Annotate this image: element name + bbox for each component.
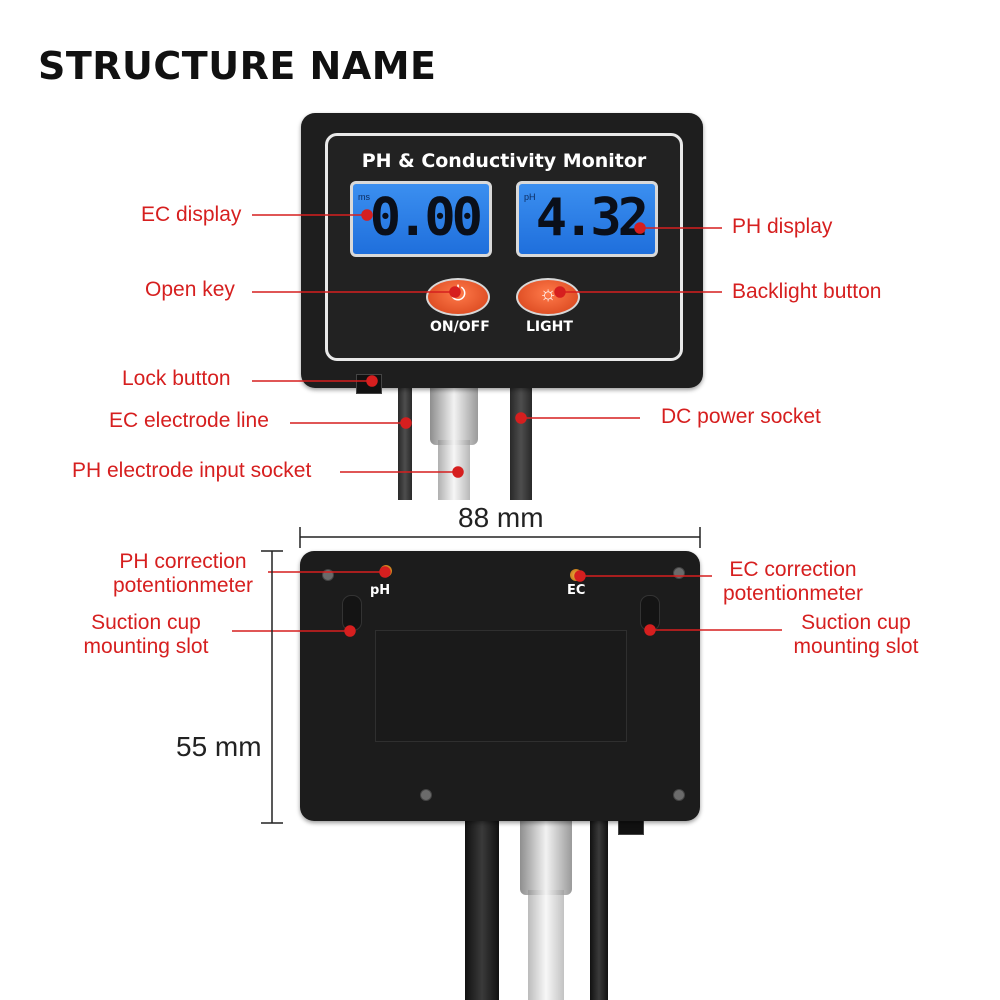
- page-title: STRUCTURE NAME: [38, 44, 437, 88]
- light-button[interactable]: ☼: [516, 278, 580, 316]
- ec-pot-label: EC: [567, 583, 586, 598]
- leader-dot: [449, 286, 461, 298]
- callout-ec-display: EC display: [141, 203, 242, 226]
- callout-dc-power-socket: DC power socket: [661, 405, 821, 428]
- callout-ec-correction-line1: EC correction: [729, 558, 857, 581]
- callout-ec-electrode-line: EC electrode line: [109, 409, 269, 432]
- callout-lock-button: Lock button: [122, 367, 231, 390]
- ec-lcd: ms 0.00: [350, 181, 492, 257]
- ph-unit: pH: [524, 192, 536, 202]
- callout-ec-correction: EC correction potentionmeter: [708, 558, 878, 606]
- callout-backlight-button: Backlight button: [732, 280, 882, 303]
- front-device: PH & Conductivity Monitor ms 0.00 pH 4.3…: [301, 113, 703, 388]
- back-electrode-tube: [528, 890, 564, 1000]
- leader-dot: [452, 466, 464, 478]
- back-recess: [375, 630, 627, 742]
- ph-lcd: pH 4.32: [516, 181, 658, 257]
- leader-dot: [344, 625, 356, 637]
- callout-ph-correction-line2: potentionmeter: [112, 574, 254, 597]
- leader-dot: [574, 570, 586, 582]
- light-label: LIGHT: [526, 319, 573, 335]
- ph-pot-label: pH: [370, 583, 391, 598]
- onoff-label: ON/OFF: [430, 319, 490, 335]
- back-cable-right: [590, 815, 608, 1000]
- callout-suction-right-line1: Suction cup: [801, 611, 911, 634]
- back-device: pH EC: [300, 551, 700, 821]
- width-dimension-label: 88 mm: [458, 502, 544, 533]
- callout-ph-electrode-socket: PH electrode input socket: [72, 459, 312, 482]
- callout-suction-left-line2: mounting slot: [83, 635, 209, 658]
- power-button[interactable]: ⏻: [426, 278, 490, 316]
- callout-ph-display: PH display: [732, 215, 833, 238]
- callout-suction-right-line2: mounting slot: [793, 635, 919, 658]
- back-bnc-connector: [520, 815, 572, 895]
- callout-open-key: Open key: [145, 278, 235, 301]
- ec-electrode-cable: [398, 380, 412, 500]
- leader-dot: [379, 566, 391, 578]
- callout-ph-correction-line1: PH correction: [119, 550, 247, 573]
- callout-ph-correction: PH correction potentionmeter: [98, 550, 268, 598]
- height-dimension-label: 55 mm: [176, 731, 262, 762]
- leader-dot: [366, 375, 378, 387]
- callout-suction-left: Suction cup mounting slot: [70, 611, 222, 659]
- back-cable-left: [465, 815, 499, 1000]
- leader-dot: [515, 412, 527, 424]
- panel-title: PH & Conductivity Monitor: [361, 150, 647, 172]
- callout-suction-right: Suction cup mounting slot: [780, 611, 932, 659]
- leader-dot: [554, 286, 566, 298]
- callout-ec-correction-line2: potentionmeter: [722, 582, 864, 605]
- screw: [673, 789, 685, 801]
- screw: [420, 789, 432, 801]
- leader-dot: [644, 624, 656, 636]
- front-panel: PH & Conductivity Monitor ms 0.00 pH 4.3…: [325, 133, 683, 361]
- callout-suction-left-line1: Suction cup: [91, 611, 201, 634]
- dc-power-cable: [510, 380, 532, 500]
- leader-dot: [400, 417, 412, 429]
- sun-icon: ☼: [538, 283, 558, 305]
- ec-value: 0.00: [369, 188, 483, 248]
- ph-value: 4.32: [535, 188, 649, 248]
- leader-dot: [361, 209, 373, 221]
- leader-dot: [634, 222, 646, 234]
- ec-unit: ms: [358, 192, 370, 202]
